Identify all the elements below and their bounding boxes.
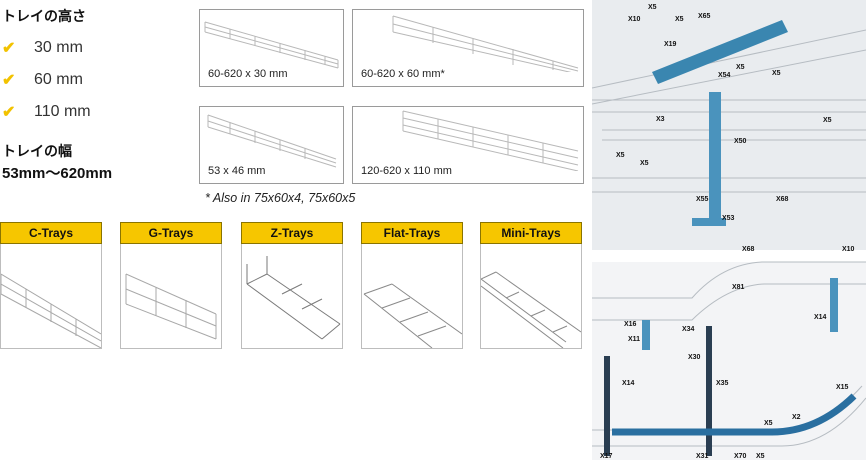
scene-label: X11 [628, 336, 641, 343]
tray-type-flat[interactable]: Flat-Trays [361, 222, 463, 349]
scene-label: X50 [734, 138, 747, 145]
height-item-110: ✔ 110 mm [2, 103, 91, 121]
scene-label: X2 [792, 414, 801, 421]
scene-label: X5 [823, 117, 832, 124]
checkmark-icon: ✔ [2, 72, 16, 89]
size-card-label: 120-620 x 110 mm [361, 165, 452, 177]
tray-type-z[interactable]: Z-Trays [241, 222, 343, 349]
size-card-label: 60-620 x 60 mm* [361, 68, 445, 80]
scene-label: X31 [696, 453, 709, 460]
size-card-label: 53 x 46 mm [208, 165, 266, 177]
scene-label: X53 [722, 215, 735, 222]
footnote: * Also in 75x60x4, 75x60x5 [205, 191, 356, 205]
wire-tray-image [0, 244, 102, 349]
tray-type-label: C-Trays [0, 222, 102, 244]
scene-label: X54 [718, 72, 731, 79]
scene-label: X10 [628, 16, 641, 23]
scene-label: X55 [696, 196, 709, 203]
tray-type-label: Flat-Trays [361, 222, 463, 244]
scene-label: X5 [756, 453, 765, 460]
scene-label: X70 [734, 453, 747, 460]
tray-type-c[interactable]: C-Trays [0, 222, 102, 349]
scene-label: X5 [616, 152, 625, 159]
scene-label: X5 [764, 420, 773, 427]
scene-label: X68 [776, 196, 789, 203]
scene-label: X5 [648, 4, 657, 11]
height-item-30: ✔ 30 mm [2, 39, 83, 57]
tray-type-g[interactable]: G-Trays [120, 222, 222, 349]
scene-label: X19 [664, 41, 677, 48]
scene-label: X81 [732, 284, 745, 291]
scene-label: X5 [772, 70, 781, 77]
scene-label: X10 [842, 246, 855, 253]
wire-tray-image [207, 114, 337, 168]
checkmark-icon: ✔ [2, 104, 16, 121]
scene-label: X3 [656, 116, 665, 123]
checkmark-icon: ✔ [2, 40, 16, 57]
scene-label: X68 [742, 246, 755, 253]
tray-height-title: トレイの高さ [2, 8, 86, 24]
installation-illustration: X5 X10 X5 X65 X19 X54 X5 X3 X50 X5 X5 X5… [592, 0, 866, 460]
wire-tray-image [402, 110, 579, 171]
tray-type-mini[interactable]: Mini-Trays [480, 222, 582, 349]
wire-tray-image [204, 21, 339, 69]
size-card-60: 60-620 x 60 mm* [352, 9, 584, 87]
scene-label: X17 [600, 453, 613, 460]
scene-label: X16 [624, 321, 637, 328]
scene-label: X14 [622, 380, 635, 387]
size-card-53: 53 x 46 mm [199, 106, 344, 184]
scene-label: X35 [716, 380, 729, 387]
size-card-110: 120-620 x 110 mm [352, 106, 584, 184]
installation-scene [592, 0, 866, 460]
tray-type-label: G-Trays [120, 222, 222, 244]
wire-tray-image [241, 244, 343, 349]
scene-label: X14 [814, 314, 827, 321]
scene-label: X5 [675, 16, 684, 23]
scene-label: X34 [682, 326, 695, 333]
tray-width-range: 53mm〜620mm [2, 165, 113, 182]
wire-tray-image [361, 244, 463, 349]
scene-label: X5 [736, 64, 745, 71]
scene-label: X30 [688, 354, 701, 361]
size-card-30: 60-620 x 30 mm [199, 9, 344, 87]
scene-label: X5 [640, 160, 649, 167]
tray-width-title: トレイの幅 [2, 143, 72, 159]
wire-tray-image [392, 15, 579, 72]
tray-type-label: Mini-Trays [480, 222, 582, 244]
size-card-label: 60-620 x 30 mm [208, 68, 288, 80]
height-item-60: ✔ 60 mm [2, 71, 83, 89]
tray-type-label: Z-Trays [241, 222, 343, 244]
scene-label: X65 [698, 13, 711, 20]
wire-tray-image [480, 244, 582, 349]
wire-tray-image [120, 244, 222, 349]
scene-label: X15 [836, 384, 849, 391]
